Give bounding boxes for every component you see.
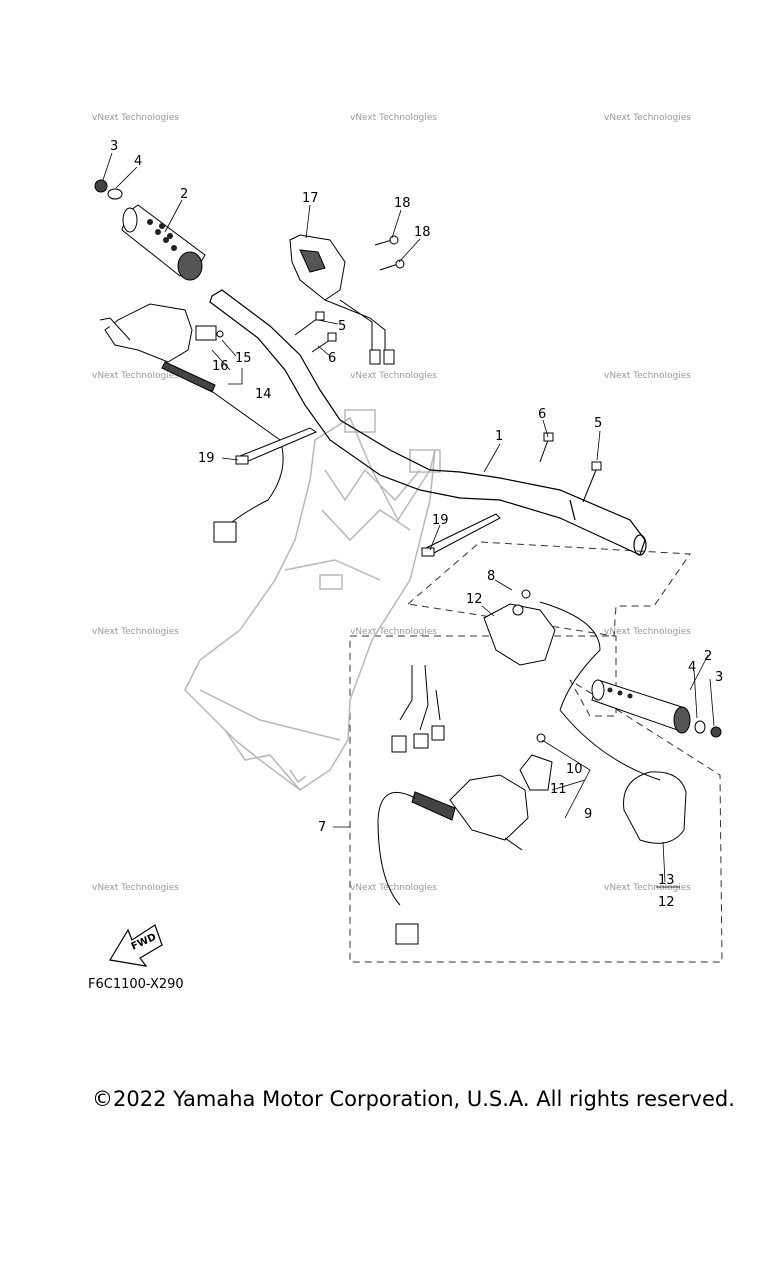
watermark: vNext Technologies (92, 113, 179, 123)
callout-19: 19 (432, 513, 449, 528)
callout-9: 9 (584, 807, 592, 822)
watermark: vNext Technologies (604, 371, 691, 381)
callout-12: 12 (658, 895, 675, 910)
leader-lines (102, 152, 715, 883)
screws-right (539, 432, 602, 503)
callout-18: 18 (394, 196, 411, 211)
handle-switch (377, 774, 529, 945)
callout-18: 18 (414, 225, 431, 240)
handle-switch-box (349, 635, 723, 963)
watermark: vNext Technologies (350, 883, 437, 893)
callout-16: 16 (212, 359, 229, 374)
callout-10: 10 (566, 762, 583, 777)
callout-7: 7 (318, 820, 326, 835)
callout-8: 8 (487, 569, 495, 584)
grip-cover (559, 709, 687, 844)
watermark: vNext Technologies (92, 371, 179, 381)
left-switch (99, 303, 281, 441)
diagram-code: F6C1100-X290 (88, 977, 184, 992)
callout-2: 2 (180, 187, 188, 202)
callout-3: 3 (715, 670, 723, 685)
callout-4: 4 (134, 154, 142, 169)
callout-5: 5 (338, 319, 346, 334)
fwd-arrow: FWD (109, 924, 163, 967)
callout-14: 14 (255, 387, 272, 402)
end-bolt-left (94, 179, 123, 200)
callout-3: 3 (110, 139, 118, 154)
watermark: vNext Technologies (604, 883, 691, 893)
left-grip (121, 204, 206, 281)
watermark: vNext Technologies (92, 627, 179, 637)
callout-15: 15 (235, 351, 252, 366)
watermarks: vNext Technologies vNext Technologies vN… (92, 113, 691, 893)
callout-1: 1 (495, 429, 503, 444)
callouts: 3 4 2 17 18 18 5 6 15 16 14 1 6 5 19 19 … (110, 139, 723, 910)
callout-2: 2 (704, 649, 712, 664)
callout-13: 13 (658, 873, 675, 888)
watermark: vNext Technologies (92, 883, 179, 893)
harness-connectors (391, 664, 445, 753)
watermark: vNext Technologies (350, 627, 437, 637)
handle-cover (184, 409, 441, 791)
watermark: vNext Technologies (604, 113, 691, 123)
handlebar (209, 289, 647, 556)
copyright-notice: ©2022 Yamaha Motor Corporation, U.S.A. A… (92, 1087, 735, 1111)
watermark: vNext Technologies (350, 113, 437, 123)
right-grip (591, 679, 722, 738)
screws-upper (294, 235, 405, 353)
left-wire (213, 439, 284, 543)
callout-17: 17 (302, 191, 319, 206)
callout-5: 5 (594, 416, 602, 431)
callout-6: 6 (328, 351, 336, 366)
throttle-housing (289, 234, 395, 365)
callout-4: 4 (688, 660, 696, 675)
watermark: vNext Technologies (604, 627, 691, 637)
bracket (519, 733, 553, 791)
start-switch (483, 589, 601, 711)
watermark: vNext Technologies (350, 371, 437, 381)
callout-6: 6 (538, 407, 546, 422)
callout-12: 12 (466, 592, 483, 607)
callout-19: 19 (198, 451, 215, 466)
dashed-group-boxes (349, 541, 723, 963)
callout-11: 11 (550, 782, 567, 797)
cable-ties (235, 427, 501, 557)
